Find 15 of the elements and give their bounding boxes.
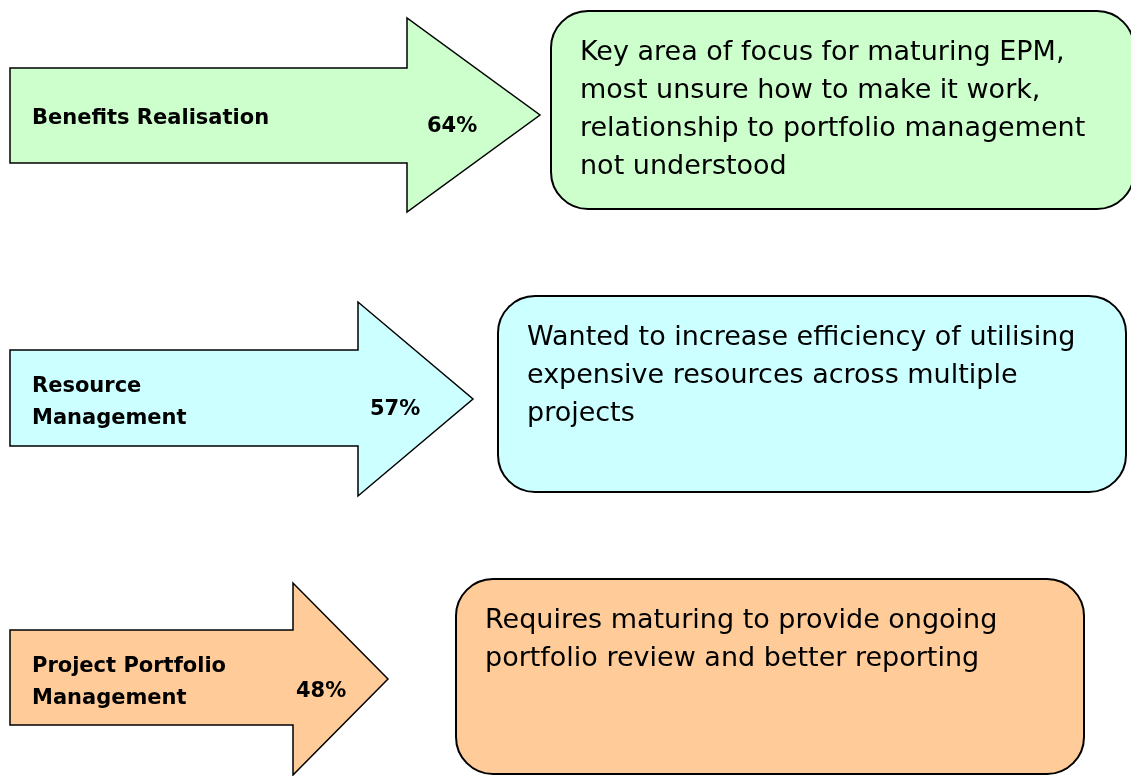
rounded-box [497, 295, 1127, 493]
arrow-heading: Benefits Realisation [32, 104, 271, 131]
rounded-box [455, 578, 1085, 775]
arrow-shape [10, 18, 540, 212]
percentage-label: 64% [427, 112, 478, 139]
box-text: Key area of focus for maturing EPM, most unsure how to make it work, relationship to portfolio management not understood [580, 34, 1087, 182]
box-text: Requires maturing to provide ongoing portfolio review and better reporting [485, 602, 999, 674]
arrow-heading: Project Portfolio Management [32, 652, 227, 711]
percentage-label: 48% [296, 677, 347, 704]
arrow-shape [10, 302, 473, 496]
percentage-label: 57% [370, 395, 421, 422]
box-text: Wanted to increase efficiency of utilising expensive resources across multiple projects [527, 319, 1077, 429]
rounded-box [550, 10, 1131, 210]
arrow-heading: Resource Management [32, 372, 188, 431]
arrow-shape [10, 583, 388, 775]
